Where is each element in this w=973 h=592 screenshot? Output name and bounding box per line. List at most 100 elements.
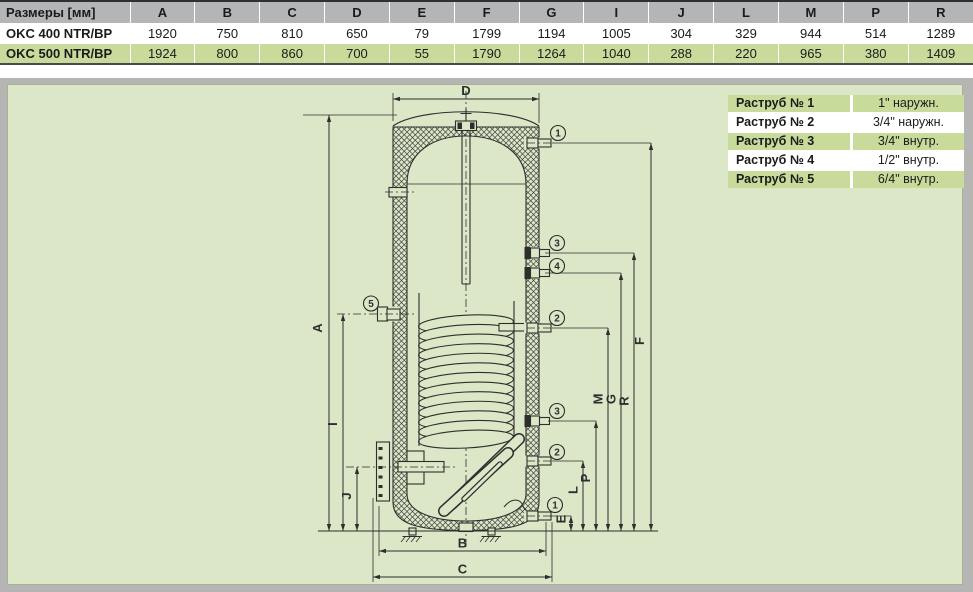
drain-fitting <box>458 522 474 533</box>
dim-label-J: J <box>339 492 354 499</box>
dim-label-L: L <box>566 486 581 494</box>
value-cell: 1920 <box>129 23 195 44</box>
value-cell: 1040 <box>583 43 649 64</box>
value-cell: 700 <box>324 43 390 64</box>
value-cell: 1799 <box>453 23 520 44</box>
col-header-J: J <box>648 1 714 24</box>
value-cell: 1264 <box>518 43 584 64</box>
col-header-R: R <box>907 1 973 24</box>
value-cell: 650 <box>324 23 390 44</box>
col-header-F: F <box>453 1 520 24</box>
value-cell: 514 <box>842 23 909 44</box>
socket-value: 6/4" внутр. <box>850 170 964 188</box>
col-header-I: I <box>583 1 649 24</box>
sockets-table: Раструб № 1 1" наружн. Раструб № 2 3/4" … <box>728 95 964 188</box>
dim-label-E: E <box>554 514 569 523</box>
dimension-labels: D B C A I J E L P M G R F <box>310 84 647 577</box>
dims-header-label: Размеры [мм] <box>0 1 130 24</box>
dim-label-C: C <box>458 562 468 577</box>
svg-text:3: 3 <box>554 239 560 250</box>
socket-value: 3/4" внутр. <box>850 132 964 151</box>
value-cell: 1194 <box>518 23 584 44</box>
socket-value: 1/2" внутр. <box>850 151 964 170</box>
col-header-G: G <box>518 1 584 24</box>
value-cell: 220 <box>713 43 779 64</box>
dim-label-R: R <box>617 396 632 406</box>
model-cell: OKC 500 NTR/BP <box>0 43 130 64</box>
value-cell: 810 <box>259 23 325 44</box>
svg-text:2: 2 <box>554 314 560 325</box>
socket-label: Раструб № 2 <box>728 113 852 132</box>
dim-label-M: M <box>591 394 606 405</box>
connection-badge-1-lower: 1 <box>546 496 564 514</box>
list-item: Раструб № 3 3/4" внутр. <box>728 132 964 151</box>
dim-label-D: D <box>461 84 470 98</box>
col-header-C: C <box>259 1 325 24</box>
socket-label: Раструб № 3 <box>728 132 852 151</box>
electric-heating-element <box>438 433 525 517</box>
value-cell: 380 <box>842 43 909 64</box>
list-item: Раструб № 5 6/4" внутр. <box>728 170 964 188</box>
flange-assembly <box>346 441 457 502</box>
col-header-L: L <box>713 1 779 24</box>
value-cell: 304 <box>648 23 714 44</box>
dimensions-table: Размеры [мм] A B C D E F G I J L M P R O… <box>0 0 973 65</box>
table-row: OKC 400 NTR/BP 1920 750 810 650 79 1799 … <box>0 23 973 44</box>
socket-label: Раструб № 4 <box>728 151 852 170</box>
dim-label-F: F <box>632 337 647 345</box>
list-item: Раструб № 2 3/4" наружн. <box>728 113 964 132</box>
value-cell: 288 <box>648 43 714 64</box>
col-header-A: A <box>129 1 195 24</box>
list-item: Раструб № 1 1" наружн. <box>728 95 964 113</box>
svg-text:1: 1 <box>555 129 561 140</box>
value-cell: 944 <box>777 23 844 44</box>
col-header-P: P <box>842 1 909 24</box>
col-header-D: D <box>324 1 390 24</box>
model-cell: OKC 400 NTR/BP <box>0 23 130 44</box>
table-row: OKC 500 NTR/BP 1924 800 860 700 55 1790 … <box>0 43 973 64</box>
connection-badge-4: 4 <box>548 257 566 275</box>
socket-label: Раструб № 5 <box>728 170 852 188</box>
value-cell: 329 <box>713 23 779 44</box>
connection-badge-1: 1 <box>549 124 567 142</box>
connection-badge-2: 2 <box>548 309 566 327</box>
connection-badge-3: 3 <box>548 234 566 252</box>
value-cell: 1790 <box>453 43 520 64</box>
value-cell: 79 <box>388 23 455 44</box>
value-cell: 1409 <box>907 43 973 64</box>
dim-label-B: B <box>458 536 467 551</box>
svg-text:5: 5 <box>368 299 374 310</box>
socket-label: Раструб № 1 <box>728 95 852 113</box>
dim-label-G: G <box>604 394 619 404</box>
socket-value: 1" наружн. <box>850 95 964 113</box>
heating-coil <box>418 293 541 449</box>
dim-label-A: A <box>310 323 325 333</box>
connection-badge-2-lower: 2 <box>548 443 566 461</box>
connection-badge-5: 5 <box>362 295 380 312</box>
pipe-connections <box>376 137 554 522</box>
value-cell: 1005 <box>583 23 649 44</box>
connection-badge-3-lower: 3 <box>548 402 566 420</box>
value-cell: 860 <box>259 43 325 64</box>
svg-text:1: 1 <box>552 501 558 512</box>
svg-text:4: 4 <box>554 262 560 273</box>
col-header-B: B <box>194 1 260 24</box>
dim-label-I: I <box>325 422 340 426</box>
value-cell: 1924 <box>129 43 195 64</box>
dimension-lines <box>303 93 658 582</box>
socket-value: 3/4" наружн. <box>850 113 964 132</box>
value-cell: 750 <box>194 23 260 44</box>
value-cell: 55 <box>388 43 455 64</box>
list-item: Раструб № 4 1/2" внутр. <box>728 151 964 170</box>
value-cell: 800 <box>194 43 260 64</box>
value-cell: 1289 <box>907 23 973 44</box>
connection-badges: 1 3 4 2 3 2 1 5 <box>362 124 567 514</box>
dim-label-P: P <box>578 473 593 482</box>
svg-text:3: 3 <box>554 407 560 418</box>
col-header-E: E <box>388 1 455 24</box>
coil-support-rods <box>418 293 515 446</box>
col-header-M: M <box>777 1 844 24</box>
value-cell: 965 <box>777 43 844 64</box>
technical-drawing: D B C A I J E L P M G R F 1 3 4 <box>303 84 658 582</box>
